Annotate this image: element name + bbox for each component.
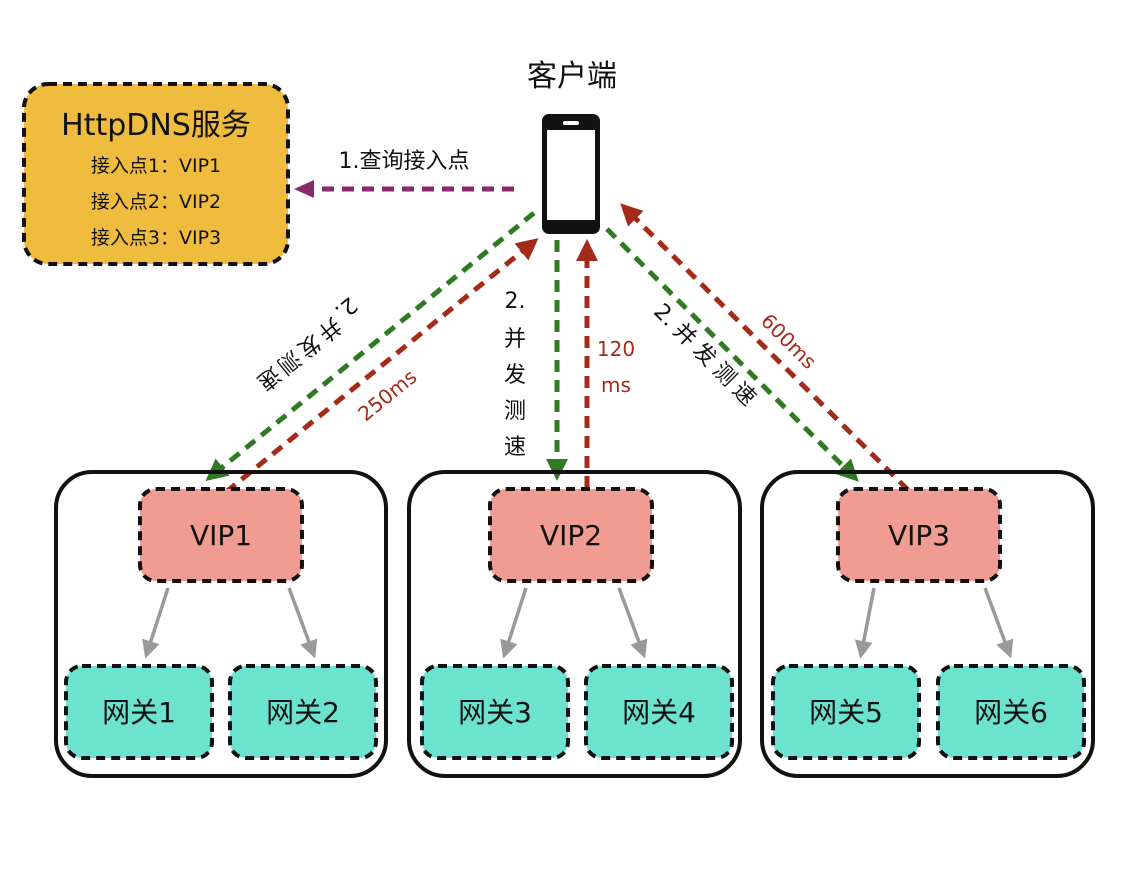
- httpdns-service-box: HttpDNS服务 接入点1：VIP1 接入点2：VIP2 接入点3：VIP3: [22, 82, 290, 266]
- gateway-node-2-label: 网关2: [266, 696, 340, 729]
- phone-icon: [542, 114, 600, 234]
- gateway-node-4: [584, 664, 734, 760]
- gateway-node-1-label: 网关1: [102, 696, 176, 729]
- vip2-to-gateway4-arrow: [617, 587, 648, 659]
- gateway-node-1: [64, 664, 214, 760]
- gateway-node-6-label: 网关6: [974, 696, 1048, 729]
- gateway-node-2: [228, 664, 378, 760]
- httpdns-title: HttpDNS服务: [61, 108, 251, 143]
- cluster-3-frame: [760, 470, 1095, 778]
- query-arrowhead: [294, 180, 314, 198]
- vip-node-2-label: VIP2: [540, 519, 602, 552]
- gateway-node-4-label: 网关4: [622, 696, 696, 729]
- vip-node-1: [138, 487, 304, 583]
- cluster-2-frame: [407, 470, 742, 778]
- probe-label-vip3: 2. 并 发 测 速: [648, 299, 760, 411]
- query-label: 1.查询接入点: [339, 149, 470, 174]
- response-arrow-vip3: [620, 203, 910, 492]
- probe-label-vip2-prefix: 2.: [505, 289, 526, 314]
- gateway-node-3: [420, 664, 570, 760]
- gateway-node-6: [936, 664, 1086, 760]
- httpdns-entry-1: 接入点1：VIP1: [91, 155, 221, 177]
- gateway-node-3-label: 网关3: [458, 696, 532, 729]
- vip3-to-gateway6-arrow: [983, 587, 1014, 659]
- vip1-to-gateway1-arrow: [142, 587, 170, 659]
- probe-arrow-vip3: [605, 227, 859, 482]
- probe-label-vip2-char-3: 测: [504, 399, 526, 424]
- vip2-to-gateway3-arrow: [500, 587, 528, 659]
- gateway-node-5: [771, 664, 921, 760]
- cluster-1-frame: [54, 470, 388, 778]
- probe-label-vip2-char-1: 并: [504, 327, 526, 352]
- latency-label-vip2-unit: ms: [601, 373, 631, 397]
- cluster-1: VIP1 网关1 网关2: [54, 470, 388, 778]
- httpdns-entry-2: 接入点2：VIP2: [91, 191, 221, 213]
- vip3-to-gateway5-arrow: [854, 587, 876, 659]
- probe-label-vip3-char-4: 速: [727, 378, 760, 411]
- httpdns-entry-3: 接入点3：VIP3: [91, 227, 221, 249]
- client-label: 客户端: [527, 59, 617, 94]
- vip1-to-gateway2-arrow: [287, 587, 318, 659]
- probe-label-vip2-char-2: 发: [504, 363, 526, 388]
- vip-node-1-label: VIP1: [190, 519, 252, 552]
- vip-node-2: [488, 487, 654, 583]
- response-arrow-vip1: [224, 238, 539, 494]
- cluster-3: VIP3 网关5 网关6: [760, 470, 1095, 778]
- probe-label-vip1: 2. 并 发 测 速: [252, 291, 361, 394]
- vip-node-3: [836, 487, 1002, 583]
- cluster-2: VIP2 网关3 网关4: [407, 470, 742, 778]
- latency-label-vip2-value: 120: [597, 337, 635, 361]
- probe-arrow-vip1: [205, 211, 536, 481]
- probe-label-vip2: 2. 并 发 测 速: [504, 289, 526, 460]
- latency-label-vip3: 600ms: [756, 309, 821, 374]
- latency-label-vip1: 250ms: [353, 364, 421, 425]
- gateway-node-5-label: 网关5: [809, 696, 883, 729]
- probe-label-vip2-char-4: 速: [504, 435, 526, 460]
- vip-node-3-label: VIP3: [888, 519, 950, 552]
